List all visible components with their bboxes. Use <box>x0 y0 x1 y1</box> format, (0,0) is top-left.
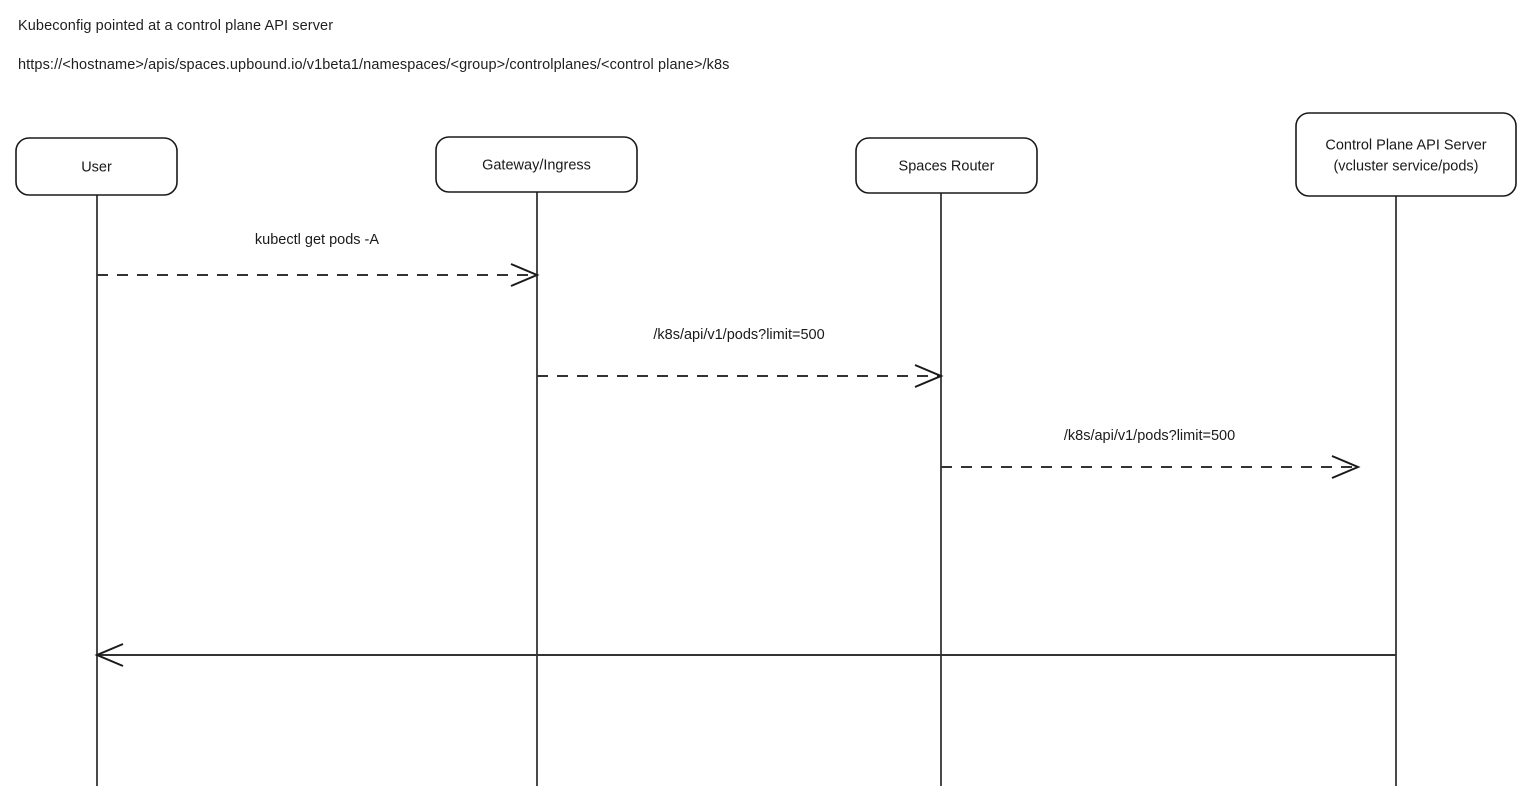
message-label-m3: /k8s/api/v1/pods?limit=500 <box>1064 428 1235 444</box>
messages-group: kubectl get pods -A/k8s/api/v1/pods?limi… <box>94 232 1396 667</box>
kubeconfig-url: https://<hostname>/apis/spaces.upbound.i… <box>18 57 730 73</box>
participant-gateway[interactable]: Gateway/Ingress <box>435 136 638 193</box>
page-title: Kubeconfig pointed at a control plane AP… <box>18 18 334 34</box>
message-m2[interactable]: /k8s/api/v1/pods?limit=500 <box>537 327 944 388</box>
participant-label-gateway: Gateway/Ingress <box>482 157 591 173</box>
message-m1[interactable]: kubectl get pods -A <box>97 232 540 287</box>
message-m4[interactable] <box>94 643 1396 667</box>
participant-label-user: User <box>81 159 112 175</box>
participant-label-cpapi: Control Plane API Server <box>1325 137 1486 153</box>
participants-group: User Gateway/Ingress Spaces Router Control … <box>15 112 1517 197</box>
participant-router[interactable]: Spaces Router <box>855 137 1038 194</box>
participant-user[interactable]: User <box>15 137 178 196</box>
lifelines-group <box>96 192 1397 786</box>
participant-box-cpapi <box>1295 112 1517 197</box>
message-m3[interactable]: /k8s/api/v1/pods?limit=500 <box>941 428 1361 479</box>
participant-box-user <box>15 137 178 196</box>
message-arrowhead-m2 <box>914 364 944 388</box>
message-arrowhead-m4 <box>94 643 124 667</box>
participant-label-router: Spaces Router <box>899 158 995 174</box>
participant-sublabel-cpapi: (vcluster service/pods) <box>1333 158 1478 174</box>
participant-cpapi[interactable]: Control Plane API Server (vcluster servic… <box>1295 112 1517 197</box>
participant-box-gateway <box>435 136 638 193</box>
message-arrowhead-m3 <box>1331 455 1361 479</box>
message-label-m2: /k8s/api/v1/pods?limit=500 <box>653 327 824 343</box>
message-label-m1: kubectl get pods -A <box>255 232 379 248</box>
participant-box-router <box>855 137 1038 194</box>
message-arrowhead-m1 <box>510 263 540 287</box>
